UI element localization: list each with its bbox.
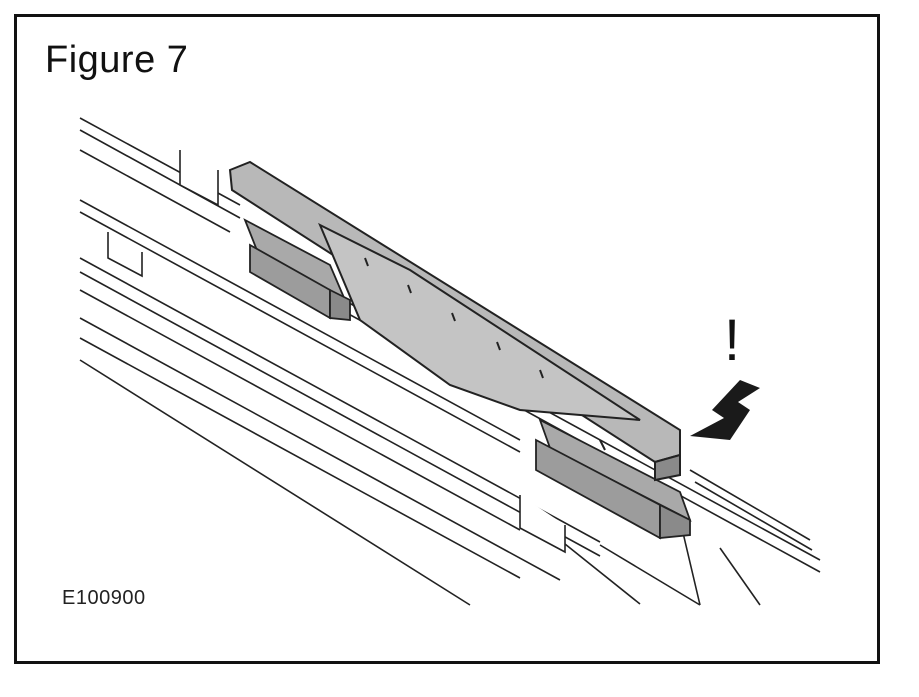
- front-clip-block: [535, 418, 692, 540]
- rail-lines: [79, 117, 821, 606]
- figure-title: Figure 7: [45, 39, 189, 81]
- trim-strip: [228, 160, 681, 482]
- rear-clip-block: [243, 218, 351, 321]
- arrow-icon: [690, 380, 760, 440]
- exclamation-icon: !: [724, 308, 740, 373]
- rail-notches: [107, 150, 566, 554]
- warning-mark: !: [724, 308, 740, 373]
- reference-code: E100900: [62, 587, 146, 609]
